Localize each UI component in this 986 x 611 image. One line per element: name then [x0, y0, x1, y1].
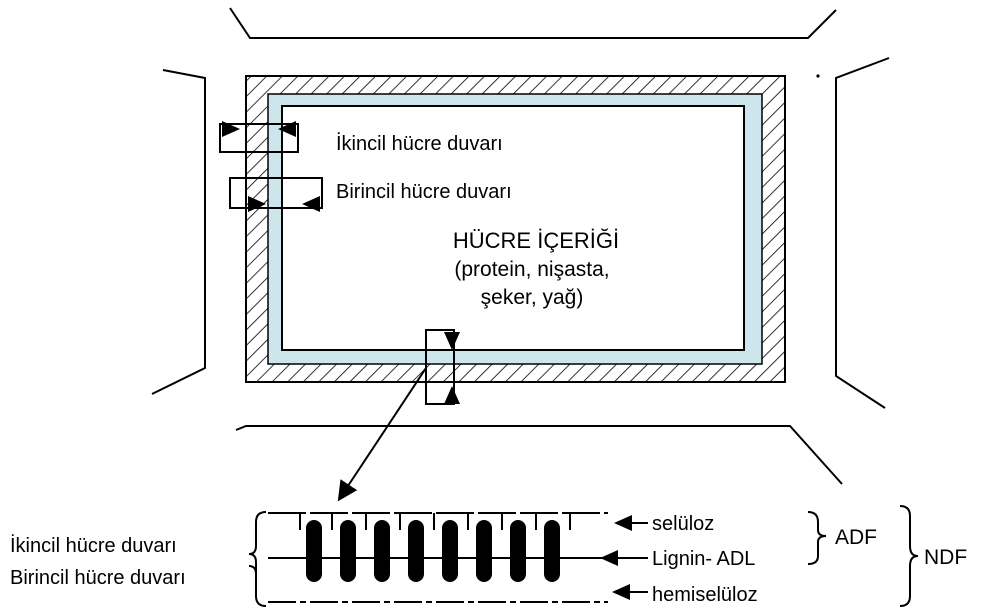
- label-hemicellulose: hemiselüloz: [652, 584, 758, 606]
- label-cell-content-title: HÜCRE İÇERİĞİ: [453, 228, 619, 253]
- label-primary-wall-bottom: Birincil hücre duvarı: [10, 567, 186, 589]
- label-cellulose: selüloz: [652, 513, 714, 535]
- dot-mark: [816, 74, 820, 78]
- primary-wall-bracket: [229, 177, 323, 212]
- label-ndf: NDF: [924, 546, 967, 569]
- wall-detail: [248, 505, 919, 607]
- wall-zoom-bracket: [425, 329, 460, 405]
- neighbor-cell-top: [229, 7, 837, 39]
- secondary-wall-bracket: [219, 121, 299, 153]
- label-adf: ADF: [835, 526, 877, 549]
- label-lignin: Lignin- ADL: [652, 548, 755, 570]
- neighbor-cell-left: [151, 69, 206, 395]
- cell-content-area: [281, 105, 745, 351]
- label-cell-content-line2: (protein, nişasta,: [454, 258, 609, 281]
- label-secondary-wall-top: İkincil hücre duvarı: [336, 132, 503, 155]
- label-secondary-wall-bottom: İkincil hücre duvarı: [10, 534, 177, 557]
- neighbor-cell-right: [835, 57, 890, 409]
- label-cell-content-line3: şeker, yağ): [481, 286, 584, 309]
- neighbor-cell-bottom: [235, 425, 843, 485]
- zoom-arrow: [337, 367, 427, 502]
- label-primary-wall-top: Birincil hücre duvarı: [336, 181, 512, 203]
